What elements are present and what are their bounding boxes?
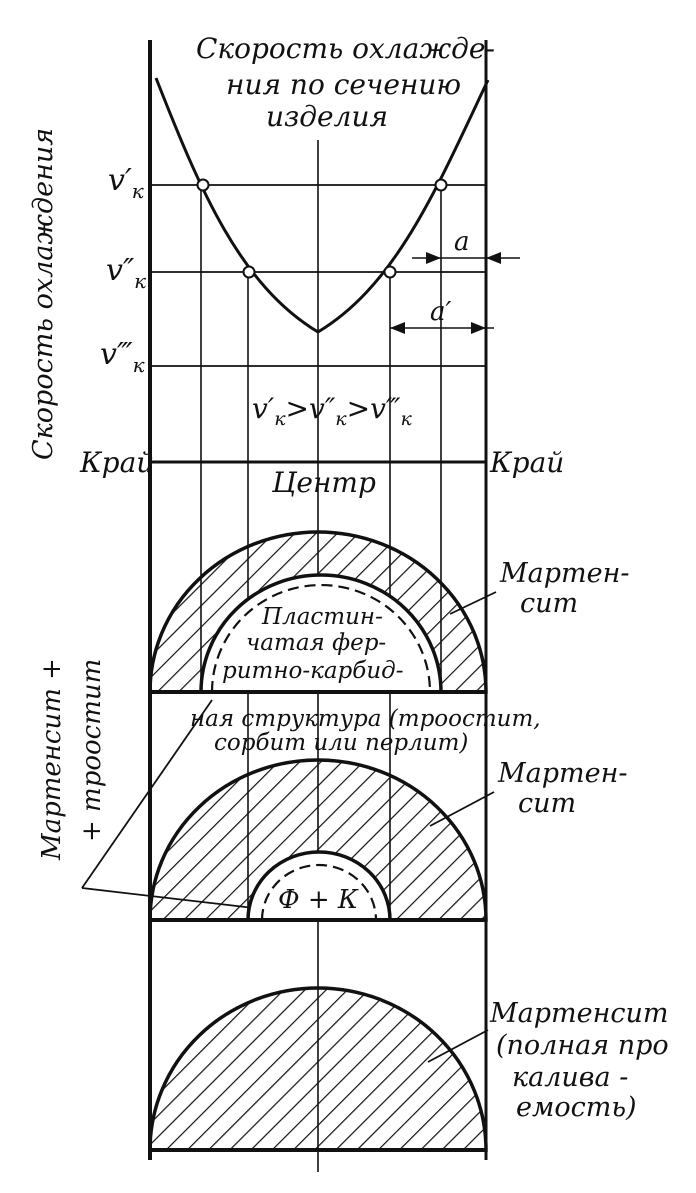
center-label: Центр	[271, 466, 376, 499]
section3-line1: Мартенсит	[489, 998, 669, 1029]
level-v1-text: v′	[108, 163, 132, 198]
section1-martensite-line1: Мартен-	[499, 558, 630, 589]
section1-note-line2: сорбит или перлит)	[214, 730, 468, 756]
level-label-v2: v″к	[106, 253, 146, 293]
section3-line4: емость)	[516, 1092, 637, 1123]
intersection-point-v2-right	[383, 265, 397, 279]
section3-leader	[427, 1029, 489, 1063]
intersection-point-v1-right	[434, 178, 448, 192]
section2-core-region	[246, 850, 392, 921]
relation-part-c: >v‴	[347, 392, 401, 425]
section2-martensite-line2: сит	[518, 788, 576, 819]
marker-a-arrow-left	[486, 252, 501, 264]
level-v3-sub: к	[133, 353, 145, 377]
relation-sub-c: к	[401, 408, 413, 430]
section1-core-region	[199, 573, 443, 693]
intersection-point-v1-left	[196, 178, 210, 192]
level-v2-sub: к	[134, 269, 146, 293]
relation-sub-b: к	[335, 408, 347, 430]
section1-martensite-leader	[449, 591, 497, 615]
marker-a-prime-label: a′	[430, 297, 452, 327]
side-label-line2: + троостит	[77, 659, 107, 842]
side-label-line1: Мартенсит +	[37, 658, 67, 861]
y-axis-label: Скорость охлаждения	[28, 128, 59, 460]
marker-a-arrow-right	[426, 252, 441, 264]
intersection-point-v2-left	[242, 265, 256, 279]
section3-line2: (полная про	[496, 1030, 669, 1061]
relation-part-b: >v″	[286, 392, 336, 425]
section3-martensite-full	[148, 986, 488, 1152]
rate-relation: v′к>v″к>v‴к	[252, 392, 413, 430]
section3-line3: калива -	[512, 1062, 628, 1093]
section1-martensite-line2: сит	[520, 588, 578, 619]
marker-a-label: a	[454, 227, 470, 257]
left-edge-label: Край	[79, 446, 154, 479]
level-label-v3: v‴к	[100, 337, 145, 377]
marker-a-prime-arrow-left	[390, 322, 405, 334]
marker-a-prime-arrow-right	[471, 322, 486, 334]
level-v2-text: v″	[106, 253, 135, 288]
curve-title-line2: ния по сечению	[226, 68, 461, 101]
level-v3-text: v‴	[100, 337, 133, 372]
relation-part-a: v′	[252, 392, 275, 425]
section2-core-label: Ф + К	[278, 885, 359, 915]
level-label-v1: v′к	[108, 163, 144, 203]
section1-core-text-line3: ритно-карбид-	[222, 658, 403, 684]
right-edge-label: Край	[489, 446, 564, 479]
section1-core-text-line2: чатая фер-	[246, 630, 386, 656]
section2-martensite-leader	[429, 791, 495, 827]
section2-core-dashed-boundary	[260, 863, 378, 921]
section2-martensite-line1: Мартен-	[497, 758, 628, 789]
relation-sub-a: к	[274, 408, 286, 430]
curve-title-line1: Скорость охлажде-	[196, 32, 495, 65]
side-label-leader-upper	[81, 699, 213, 889]
section1-core-text-line1: Пластин-	[261, 604, 383, 630]
cooling-rate-curve	[154, 77, 490, 334]
section1-note-line1: ная структура (троостит,	[190, 706, 541, 732]
curve-title-line3: изделия	[266, 100, 388, 133]
level-v1-sub: к	[132, 179, 144, 203]
